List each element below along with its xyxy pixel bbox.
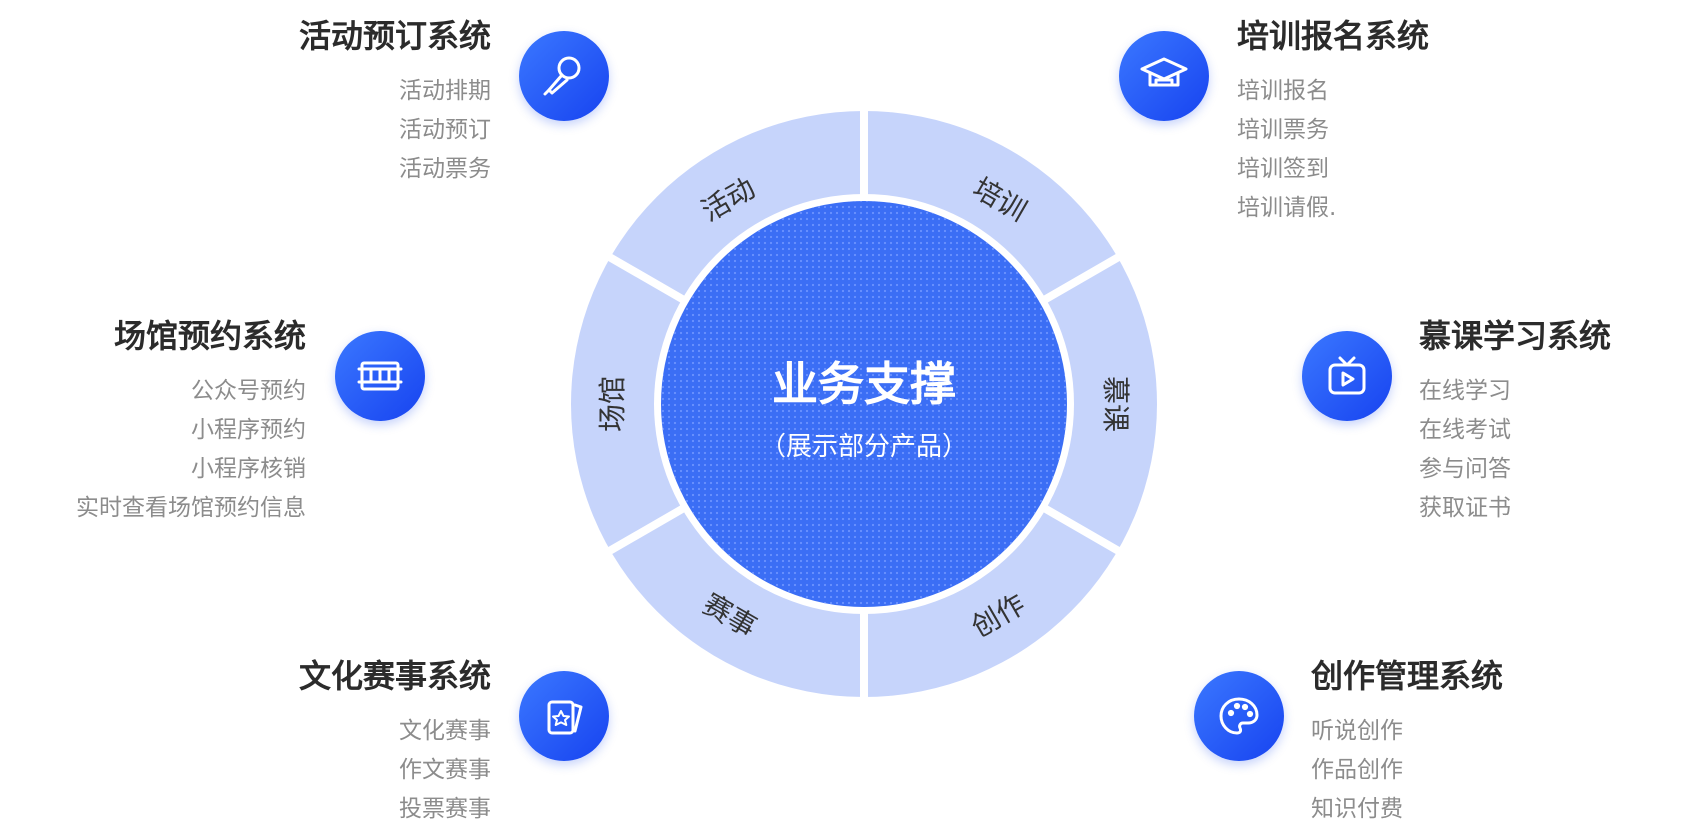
feature-item: 公众号预约 xyxy=(191,378,306,404)
system-training-icon-button[interactable] xyxy=(1119,31,1209,121)
system-creation: 创作管理系统 听说创作 作品创作 知识付费 xyxy=(1311,660,1503,829)
feature-item: 在线考试 xyxy=(1419,417,1511,443)
palette-icon xyxy=(1219,697,1259,735)
system-mooc: 慕课学习系统 在线学习 在线考试 参与问答 获取证书 xyxy=(1419,320,1611,528)
feature-item: 作文赛事 xyxy=(399,757,491,783)
feature-item: 作品创作 xyxy=(1311,757,1403,783)
feature-list: 听说创作 作品创作 知识付费 xyxy=(1311,712,1503,829)
feature-list: 公众号预约 小程序预约 小程序核销 实时查看场馆预约信息 xyxy=(76,372,306,528)
feature-item: 培训签到 xyxy=(1237,156,1329,182)
graduation-cap-icon xyxy=(1140,57,1188,87)
feature-item: 小程序预约 xyxy=(191,417,306,443)
feature-item: 参与问答 xyxy=(1419,456,1511,482)
feature-list: 培训报名 培训票务 培训签到 培训请假. xyxy=(1237,72,1429,228)
segment-label-venue: 场馆 xyxy=(596,376,629,432)
feature-item: 培训报名 xyxy=(1237,78,1329,104)
microphone-icon xyxy=(543,56,581,96)
system-venue: 场馆预约系统 公众号预约 小程序预约 小程序核销 实时查看场馆预约信息 xyxy=(76,320,306,528)
feature-item: 实时查看场馆预约信息 xyxy=(76,495,306,521)
tv-play-icon xyxy=(1328,356,1366,395)
feature-item: 活动排期 xyxy=(399,78,491,104)
feature-item: 知识付费 xyxy=(1311,796,1403,822)
feature-item: 培训请假. xyxy=(1237,195,1337,221)
feature-item: 听说创作 xyxy=(1311,718,1403,744)
feature-item: 活动预订 xyxy=(399,117,491,143)
feature-list: 在线学习 在线考试 参与问答 获取证书 xyxy=(1419,372,1611,528)
system-title: 创作管理系统 xyxy=(1311,657,1504,695)
feature-item: 文化赛事 xyxy=(399,718,491,744)
system-mooc-icon-button[interactable] xyxy=(1302,331,1392,421)
center-title: 业务支撑 xyxy=(772,357,956,411)
system-title: 场馆预约系统 xyxy=(113,317,306,355)
system-activity: 活动预订系统 活动排期 活动预订 活动票务 xyxy=(299,20,491,189)
feature-item: 获取证书 xyxy=(1419,495,1511,521)
feature-list: 文化赛事 作文赛事 投票赛事 xyxy=(299,712,491,829)
system-contest-icon-button[interactable] xyxy=(519,671,609,761)
feature-item: 投票赛事 xyxy=(399,796,491,822)
venue-icon xyxy=(357,361,403,391)
system-title: 培训报名系统 xyxy=(1237,17,1430,55)
system-title: 活动预订系统 xyxy=(298,17,491,55)
system-training: 培训报名系统 培训报名 培训票务 培训签到 培训请假. xyxy=(1237,20,1429,228)
feature-list: 活动排期 活动预订 活动票务 xyxy=(299,72,491,189)
center-subtitle: （展示部分产品） xyxy=(760,432,968,462)
feature-item: 在线学习 xyxy=(1419,378,1511,404)
system-title: 慕课学习系统 xyxy=(1419,317,1612,355)
system-creation-icon-button[interactable] xyxy=(1194,671,1284,761)
cards-icon xyxy=(547,700,583,735)
system-title: 文化赛事系统 xyxy=(298,657,491,695)
core-dot-pattern xyxy=(661,201,1067,607)
feature-item: 培训票务 xyxy=(1237,117,1329,143)
system-contest: 文化赛事系统 文化赛事 作文赛事 投票赛事 xyxy=(299,660,491,829)
segment-label-mooc: 慕课 xyxy=(1099,376,1132,432)
feature-item: 小程序核销 xyxy=(191,456,306,482)
system-venue-icon-button[interactable] xyxy=(335,331,425,421)
feature-item: 活动票务 xyxy=(399,156,491,182)
system-activity-icon-button[interactable] xyxy=(519,31,609,121)
